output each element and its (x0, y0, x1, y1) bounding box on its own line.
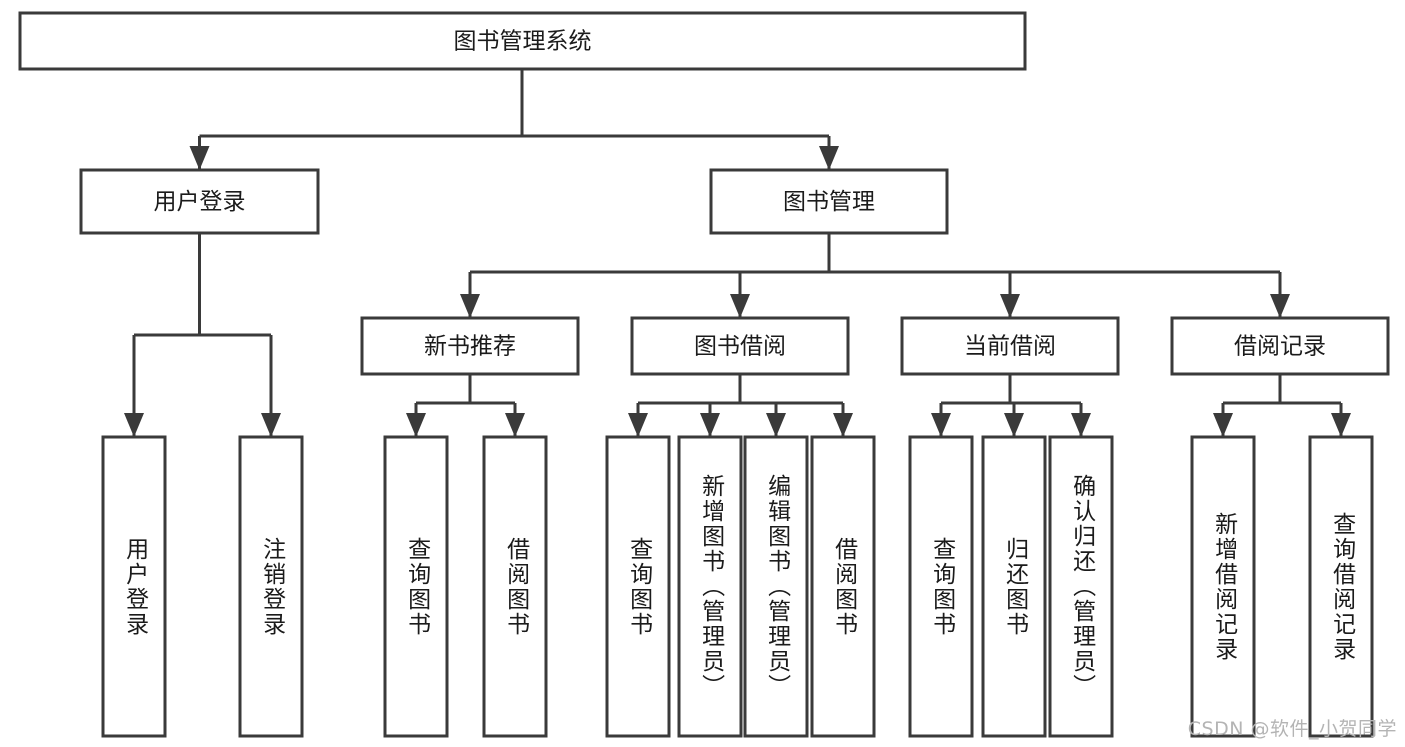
arrow-head-icon (730, 294, 750, 318)
arrow-head-icon (1270, 294, 1290, 318)
arrow-head-icon (833, 413, 853, 437)
arrow-head-icon (819, 146, 839, 170)
arrow-head-icon (700, 413, 720, 437)
node-box-root[interactable] (18, 11, 1027, 71)
node-label-book-management: 图书管理 (783, 189, 875, 215)
node-label-book-borrow: 图书借阅 (694, 334, 786, 360)
node-box-leaf-recommend-borrow-book[interactable] (482, 435, 548, 738)
node-box-leaf-borrow-lend-book[interactable] (810, 435, 876, 738)
node-label-new-book-recommend: 新书推荐 (424, 334, 516, 360)
arrow-head-icon (505, 413, 525, 437)
arrow-head-icon (406, 413, 426, 437)
arrow-head-icon (124, 413, 144, 437)
node-box-current-borrow[interactable] (900, 316, 1120, 376)
node-box-leaf-current-return-book[interactable] (981, 435, 1047, 738)
node-box-leaf-borrow-edit-book[interactable] (743, 435, 809, 738)
arrow-head-icon (261, 413, 281, 437)
node-box-book-management[interactable] (709, 168, 949, 235)
node-box-leaf-user-login[interactable] (101, 435, 167, 738)
arrow-head-icon (189, 146, 210, 170)
node-box-leaf-user-logout[interactable] (238, 435, 304, 738)
node-box-user-login[interactable] (79, 168, 320, 235)
arrow-head-icon (1331, 413, 1351, 437)
node-box-layer (18, 11, 1390, 738)
node-box-book-borrow[interactable] (630, 316, 850, 376)
arrow-head-icon (1071, 413, 1091, 437)
connector-layer (124, 69, 1351, 437)
watermark-text: CSDN @软件_小贺同学 (1187, 718, 1397, 740)
arrow-head-icon (931, 413, 951, 437)
arrow-head-icon (460, 294, 480, 318)
node-box-leaf-borrow-query-book[interactable] (605, 435, 671, 738)
node-label-user-login: 用户登录 (154, 189, 246, 215)
node-label-borrow-records: 借阅记录 (1234, 334, 1326, 360)
node-box-leaf-current-query-book[interactable] (908, 435, 974, 738)
arrow-head-icon (628, 413, 648, 437)
node-box-leaf-records-add-record[interactable] (1190, 435, 1256, 738)
arrow-head-icon (766, 413, 786, 437)
arrow-head-icon (1213, 413, 1233, 437)
node-box-borrow-records[interactable] (1170, 316, 1390, 376)
node-box-leaf-current-confirm-return[interactable] (1048, 435, 1114, 738)
node-label-current-borrow: 当前借阅 (964, 334, 1056, 360)
node-box-leaf-recommend-query-book[interactable] (383, 435, 449, 738)
node-label-root: 图书管理系统 (454, 29, 592, 55)
arrow-head-icon (1000, 294, 1020, 318)
node-box-new-book-recommend[interactable] (360, 316, 580, 376)
arrow-head-icon (1004, 413, 1024, 437)
node-box-leaf-borrow-add-book[interactable] (677, 435, 743, 738)
node-box-leaf-records-query-record[interactable] (1308, 435, 1374, 738)
